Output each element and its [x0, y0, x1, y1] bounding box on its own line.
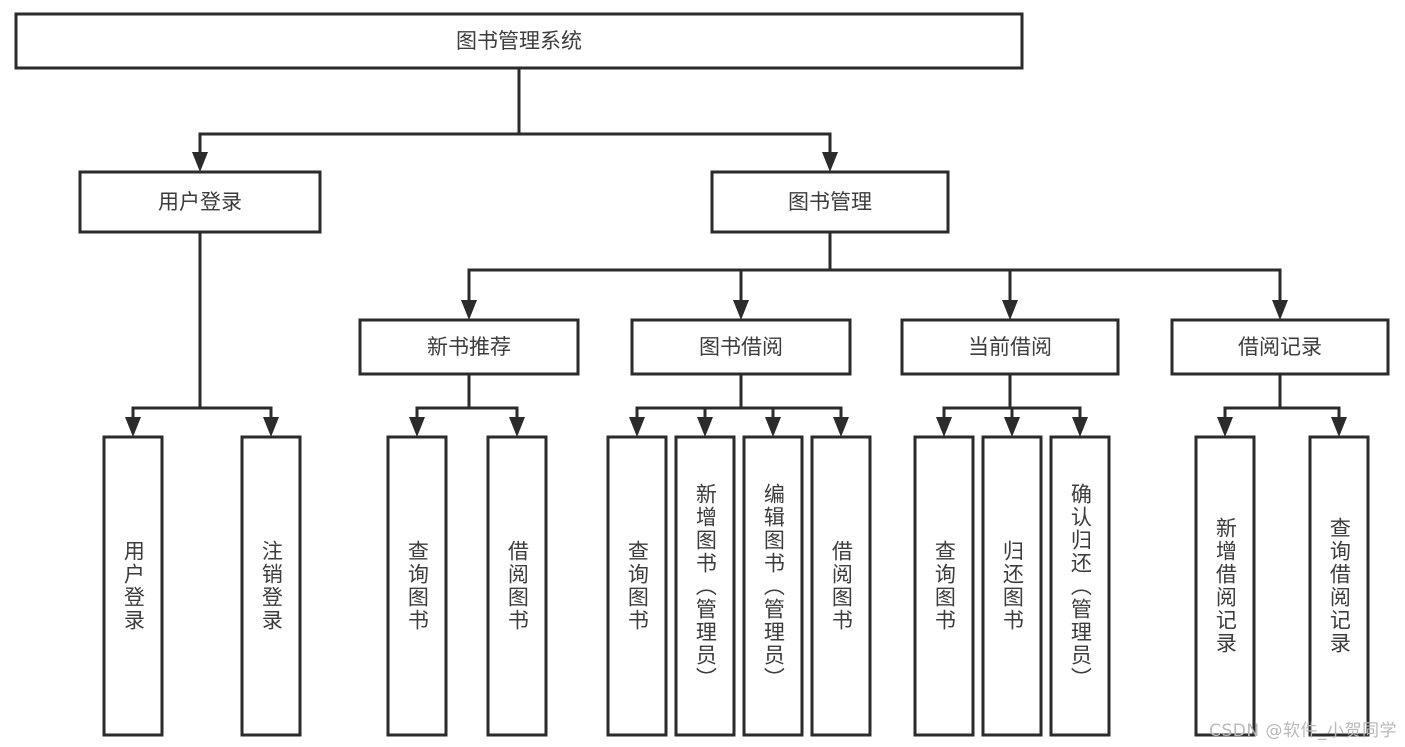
arrow-head-icon [409, 417, 425, 437]
node-box-leaf-10[interactable] [1049, 435, 1111, 737]
arrow-head-icon [263, 417, 279, 437]
node-box-root[interactable] [14, 12, 1024, 70]
node-label-root: 图书管理系统 [456, 29, 582, 53]
arrow-head-icon [936, 417, 952, 437]
node-label-level3-3: 借阅记录 [1238, 335, 1322, 359]
node-box-level2-0[interactable] [78, 170, 322, 234]
node-box-leaf-4[interactable] [606, 435, 668, 737]
node-box-level3-2[interactable] [900, 318, 1120, 376]
arrow-head-icon [461, 300, 477, 320]
node-box-level3-3[interactable] [1170, 318, 1390, 376]
node-box-leaf-0[interactable] [102, 435, 164, 737]
node-box-leaf-3[interactable] [486, 435, 548, 737]
arrow-head-icon [1072, 417, 1088, 437]
node-label-level2-1: 图书管理 [788, 190, 872, 214]
arrow-head-icon [765, 417, 781, 437]
node-box-leaf-5[interactable] [674, 435, 736, 737]
node-label-level2-0: 用户登录 [158, 190, 242, 214]
arrow-head-icon [697, 417, 713, 437]
arrow-head-icon [192, 152, 208, 172]
node-box-level3-1[interactable] [630, 318, 852, 376]
node-box-level2-1[interactable] [710, 170, 950, 234]
watermark-text: CSDN @软件_小贺同学 [1209, 721, 1397, 741]
arrow-head-icon [125, 417, 141, 437]
arrow-head-icon [833, 417, 849, 437]
arrow-head-icon [733, 300, 749, 320]
arrow-head-icon [822, 152, 838, 172]
node-box-leaf-9[interactable] [981, 435, 1043, 737]
node-box-level3-0[interactable] [358, 318, 580, 376]
node-label-level3-2: 当前借阅 [968, 335, 1052, 359]
arrow-head-icon [1331, 417, 1347, 437]
node-label-level3-1: 图书借阅 [699, 335, 783, 359]
arrow-head-icon [629, 417, 645, 437]
connector-layer [125, 66, 1347, 437]
node-box-leaf-6[interactable] [742, 435, 804, 737]
arrow-head-icon [1004, 417, 1020, 437]
node-box-leaf-2[interactable] [386, 435, 448, 737]
arrow-head-icon [509, 417, 525, 437]
node-box-leaf-1[interactable] [240, 435, 302, 737]
node-box-leaf-12[interactable] [1308, 435, 1370, 737]
arrow-head-icon [1217, 417, 1233, 437]
arrow-head-icon [1002, 300, 1018, 320]
node-box-leaf-8[interactable] [913, 435, 975, 737]
arrow-head-icon [1272, 300, 1288, 320]
node-label-level3-0: 新书推荐 [427, 335, 511, 359]
node-box-leaf-11[interactable] [1194, 435, 1256, 737]
node-box-leaf-7[interactable] [810, 435, 872, 737]
